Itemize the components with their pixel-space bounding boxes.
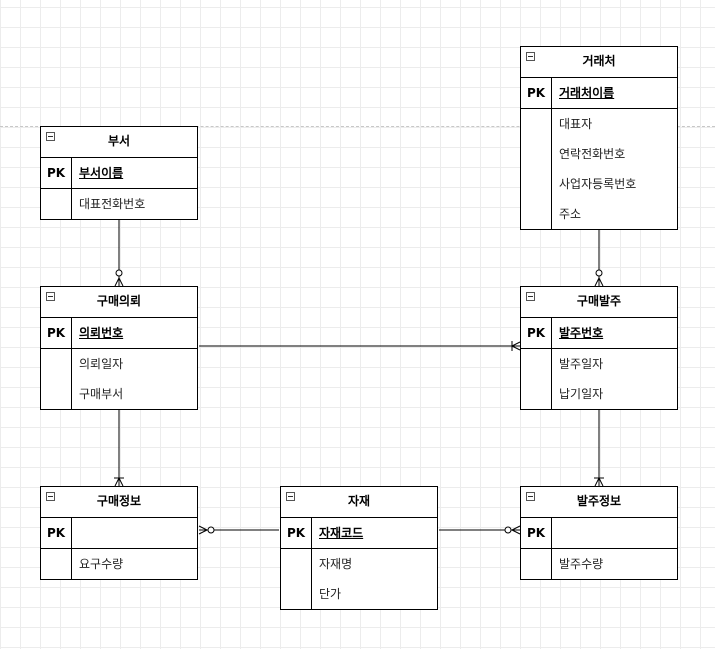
collapse-icon[interactable] — [286, 492, 295, 501]
pk-label: PK — [46, 526, 66, 540]
attribute: 발주일자 — [559, 357, 604, 371]
rel-material-orderinfo[interactable] — [439, 525, 521, 535]
pk-label: PK — [526, 86, 546, 100]
entity-title: 거래처 — [582, 54, 616, 68]
collapse-icon[interactable] — [526, 492, 535, 501]
pk-field: 의뢰번호 — [71, 318, 197, 348]
attribute: 의뢰일자 — [79, 357, 124, 371]
attribute: 연락전화번호 — [559, 147, 626, 161]
entity-title: 발주정보 — [576, 494, 622, 508]
entity-title: 구매정보 — [96, 494, 142, 508]
collapse-icon[interactable] — [46, 132, 55, 141]
page-break-line — [0, 126, 715, 127]
rel-vendor-order[interactable] — [594, 226, 604, 287]
collapse-icon[interactable] — [526, 52, 535, 61]
collapse-icon[interactable] — [526, 292, 535, 301]
attribute: 발주수량 — [559, 557, 604, 571]
rel-material-purchaseinfo[interactable] — [198, 525, 279, 535]
entity-title: 구매의뢰 — [96, 294, 142, 308]
pk-field — [551, 518, 677, 548]
rel-order-orderinfo[interactable] — [594, 406, 604, 487]
attribute: 사업자등록번호 — [559, 177, 637, 191]
attribute: 자재명 — [319, 557, 353, 571]
attribute: 주소 — [559, 207, 582, 221]
entity-title: 부서 — [107, 134, 131, 148]
collapse-icon[interactable] — [46, 492, 55, 501]
pk-field: 부서이름 — [71, 158, 197, 188]
entity-vendor[interactable]: 거래처 PK 거래처이름 대표자 연락전화번호 사업자등록번호 주소 — [520, 46, 678, 230]
pk-field: 발주번호 — [551, 318, 677, 348]
collapse-icon[interactable] — [46, 292, 55, 301]
pk-label: PK — [46, 326, 66, 340]
rel-request-order[interactable] — [199, 341, 521, 351]
pk-label: PK — [526, 526, 546, 540]
entity-department[interactable]: 부서 PK 부서이름 대표전화번호 — [40, 126, 198, 220]
attribute: 단가 — [319, 587, 342, 601]
pk-label: PK — [46, 166, 66, 180]
pk-label: PK — [286, 526, 306, 540]
attribute: 납기일자 — [559, 387, 604, 401]
pk-field: 거래처이름 — [551, 78, 677, 108]
entity-title: 구매발주 — [576, 294, 622, 308]
rel-department-request[interactable] — [114, 216, 124, 287]
pk-field: 자재코드 — [311, 518, 437, 548]
pk-label: PK — [526, 326, 546, 340]
entity-purchase-info[interactable]: 구매정보 PK 요구수량 — [40, 486, 198, 580]
attribute: 대표자 — [559, 117, 593, 131]
entity-purchase-request[interactable]: 구매의뢰 PK 의뢰번호 의뢰일자 구매부서 — [40, 286, 198, 410]
rel-request-info[interactable] — [114, 406, 124, 487]
pk-field — [71, 518, 197, 548]
entity-purchase-order[interactable]: 구매발주 PK 발주번호 발주일자 납기일자 — [520, 286, 678, 410]
attribute: 대표전화번호 — [79, 197, 146, 211]
entity-title: 자재 — [347, 494, 371, 508]
attribute: 구매부서 — [79, 387, 124, 401]
entity-material[interactable]: 자재 PK 자재코드 자재명 단가 — [280, 486, 438, 610]
entity-order-info[interactable]: 발주정보 PK 발주수량 — [520, 486, 678, 580]
attribute: 요구수량 — [79, 557, 124, 571]
